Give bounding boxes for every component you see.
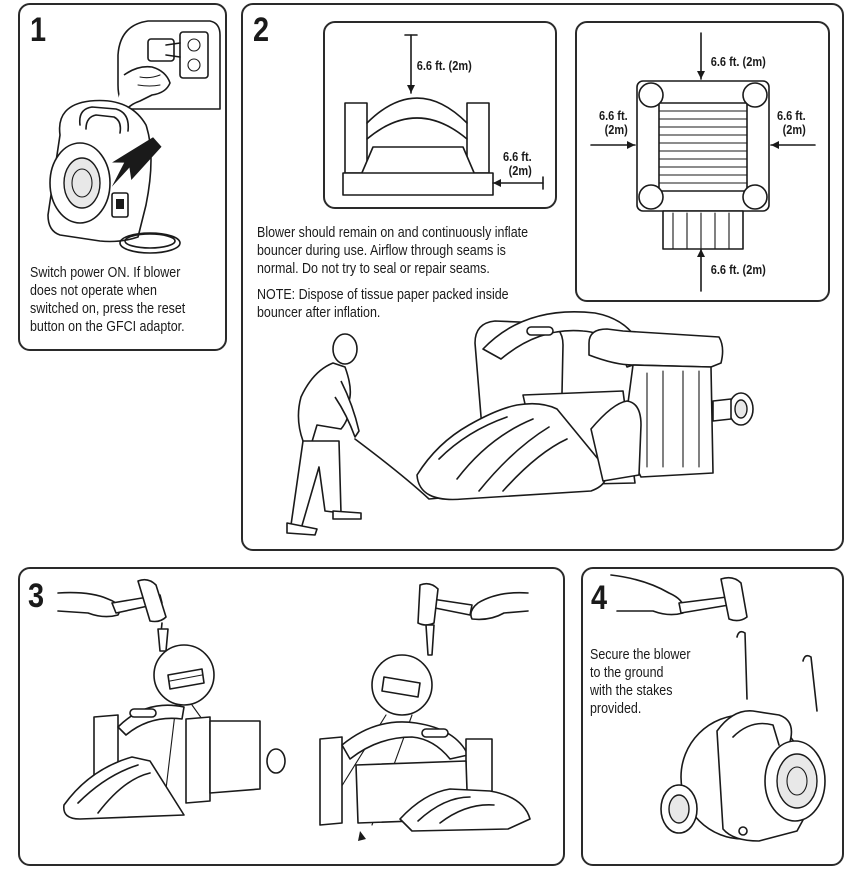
blower-plug-illustration	[47, 20, 221, 254]
blower-staking-illustration	[610, 574, 826, 842]
man-with-inflated-bouncer-illustration	[286, 310, 754, 536]
staking-bouncer-illustration	[57, 578, 531, 841]
note-line: bouncer after inflation.	[257, 305, 381, 321]
instruction-line: normal. Do not try to seal or repair sea…	[257, 261, 490, 277]
dimension-label: 6.6 ft.	[598, 109, 628, 123]
dimension-label: 6.6 ft.	[502, 150, 532, 164]
step-3-number: 3	[28, 577, 44, 615]
front-clearance-diagram: 6.6 ft. (2m) 6.6 ft. (2m)	[323, 21, 557, 209]
dimension-label: (2m)	[782, 123, 806, 137]
note-line: NOTE: Dispose of tissue paper packed ins…	[257, 287, 509, 303]
instruction-line: bouncer during use. Airflow through seam…	[257, 243, 506, 259]
dimension-label: (2m)	[604, 123, 628, 137]
step-4-panel: 4 Secure the blower to the ground with t…	[581, 567, 844, 866]
step-4-number: 4	[591, 579, 607, 617]
instruction-line: does not operate when	[30, 283, 157, 299]
instruction-line: provided.	[590, 701, 642, 717]
bouncer-top-outline	[590, 32, 816, 292]
step-2-panel: 2 6.6 ft. (2m) 6.6 ft. (2m)	[241, 3, 844, 551]
dimension-label: 6.6 ft. (2m)	[710, 263, 766, 277]
instruction-line: with the stakes	[590, 683, 673, 699]
dimension-label: 6.6 ft.	[776, 109, 806, 123]
instruction-line: to the ground	[590, 665, 664, 681]
step-2-number: 2	[253, 11, 269, 49]
instruction-line: switched on, press the reset	[30, 301, 186, 317]
instruction-line: button on the GFCI adaptor.	[30, 319, 185, 335]
bouncer-front-outline	[342, 34, 544, 196]
instruction-line: Secure the blower	[590, 647, 691, 663]
step-1-number: 1	[30, 11, 46, 49]
step-1-panel: 1 Switch power ON. If blower does not op…	[18, 3, 227, 351]
dimension-label: (2m)	[508, 164, 532, 178]
instruction-line: Switch power ON. If blower	[30, 265, 181, 281]
dimension-label: 6.6 ft. (2m)	[416, 59, 472, 73]
top-clearance-diagram: 6.6 ft. (2m) 6.6 ft. (2m) 6.6 ft. (2m) 6…	[575, 21, 830, 302]
instruction-line: Blower should remain on and continuously…	[257, 225, 529, 241]
step-3-panel: 3	[18, 567, 565, 866]
dimension-label: 6.6 ft. (2m)	[710, 55, 766, 69]
